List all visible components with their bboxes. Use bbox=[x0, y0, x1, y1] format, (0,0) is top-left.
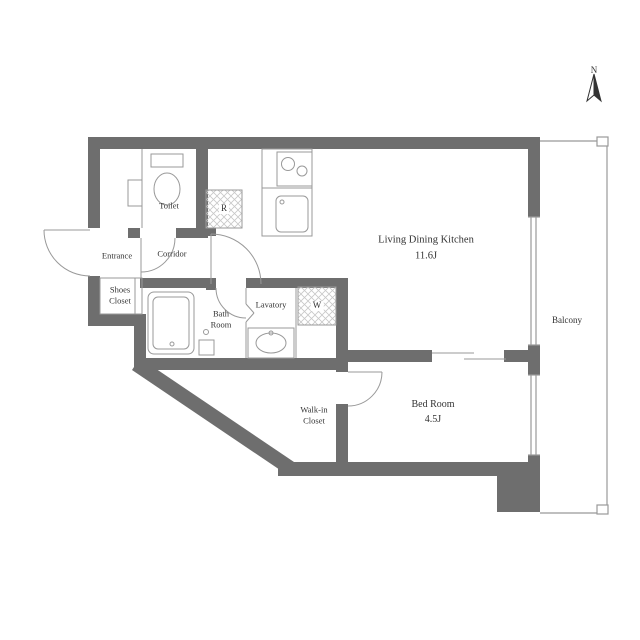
north-arrow-left-half bbox=[586, 73, 595, 103]
walls bbox=[88, 137, 540, 512]
wall-top bbox=[88, 137, 540, 149]
wall-right-mid bbox=[528, 345, 540, 375]
washbasin-bowl bbox=[255, 332, 287, 354]
wall-left-mid bbox=[88, 276, 100, 318]
closet-door-arc bbox=[347, 371, 383, 407]
wall-bath-bottom bbox=[134, 358, 348, 370]
balcony-partition-top bbox=[596, 136, 609, 147]
lavatory-label: Lavatory bbox=[255, 299, 287, 310]
lavatory-door-arc bbox=[215, 287, 247, 319]
toilet-bowl bbox=[153, 172, 181, 206]
wall-right-lower bbox=[528, 455, 540, 476]
walk-in-closet-label: Walk-in Closet bbox=[300, 404, 328, 426]
wall-ldk-bedroom-right bbox=[504, 350, 528, 362]
wall-corridor-lavatory-right bbox=[246, 278, 348, 288]
ldk-door-arc bbox=[210, 233, 262, 285]
balcony-partition-bottom bbox=[596, 504, 609, 515]
bath-folding-door-lower bbox=[245, 312, 255, 323]
pipe-duct bbox=[127, 179, 143, 207]
bath-drain bbox=[169, 341, 175, 347]
toilet-tank bbox=[150, 153, 184, 168]
stove-burner-left bbox=[281, 157, 295, 171]
entrance-label: Entrance bbox=[101, 250, 133, 261]
washer-mark: W bbox=[310, 300, 324, 311]
wall-toilet-bottom-left bbox=[128, 228, 140, 238]
wall-closet-bedroom-lower bbox=[336, 404, 348, 476]
corridor-label: Corridor bbox=[157, 248, 187, 259]
washbasin-counter bbox=[247, 327, 295, 359]
north-label: N bbox=[590, 64, 598, 75]
shoes-closet-label: Shoes Closet bbox=[109, 284, 131, 306]
wall-shoes-closet-bottom bbox=[88, 314, 146, 326]
wall-right-upper bbox=[528, 137, 540, 217]
toilet-door-arc bbox=[140, 237, 176, 273]
kitchen-stove bbox=[276, 151, 313, 187]
balcony-outline bbox=[540, 136, 609, 515]
washer-box bbox=[297, 286, 337, 326]
kitchen-sink bbox=[275, 195, 309, 233]
bath-room-label: Bath Room bbox=[210, 308, 232, 330]
wall-corridor-lavatory-left bbox=[140, 278, 216, 288]
appliance-boxes bbox=[205, 189, 337, 326]
ldk-label: Living Dining Kitchen 11.6J bbox=[378, 234, 474, 261]
wall-lavatory-ldk-divider bbox=[336, 288, 348, 370]
entrance-door-arc bbox=[43, 229, 91, 277]
refrigerator-mark: R bbox=[218, 203, 230, 214]
wall-ldk-door-stub-top bbox=[206, 228, 216, 236]
wall-toilet-bottom-right bbox=[176, 228, 208, 238]
kitchen-counter bbox=[261, 148, 313, 237]
bedroom-label: Bed Room 4.5J bbox=[411, 399, 455, 425]
bathtub-inner bbox=[152, 296, 190, 350]
bath-counter bbox=[198, 339, 215, 356]
bath-faucet bbox=[203, 329, 209, 335]
windows bbox=[528, 216, 540, 456]
doors bbox=[43, 229, 506, 407]
bath-folding-door-upper bbox=[245, 303, 255, 314]
balcony-label: Balcony bbox=[552, 314, 582, 325]
toilet-label: Toilet bbox=[159, 200, 179, 211]
wall-closet-bedroom-upper bbox=[336, 358, 348, 372]
wall-diagonal bbox=[132, 358, 294, 474]
bathtub-outer bbox=[147, 291, 195, 355]
wall-left-upper bbox=[88, 137, 100, 228]
kitchen-faucet bbox=[279, 199, 285, 205]
shoes-closet-box bbox=[99, 277, 143, 315]
fixtures bbox=[99, 148, 313, 359]
wall-ldk-bedroom-left bbox=[348, 350, 432, 362]
north-arrow-right-half bbox=[593, 73, 602, 103]
wall-left-lower bbox=[134, 314, 146, 368]
north-arrow-icon bbox=[586, 73, 602, 103]
washbasin-faucet bbox=[268, 330, 274, 336]
stove-burner-right bbox=[296, 165, 308, 177]
wall-toilet-kitchen-divider bbox=[196, 149, 208, 228]
